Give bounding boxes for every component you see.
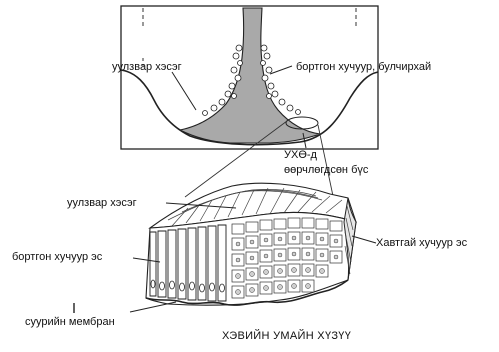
label-transform-zone-1: УХӨ-д bbox=[284, 149, 317, 161]
cervical-canal bbox=[180, 8, 320, 143]
diagram-title: ХЭВИЙН УМАЙН ХҮЗҮҮ bbox=[222, 330, 351, 342]
leader-squamous-tissue bbox=[352, 236, 376, 243]
label-basement-membrane: суурийн мембран bbox=[25, 316, 115, 328]
label-junction-bottom: уулзвар хэсэг bbox=[67, 197, 137, 209]
label-columnar-gland: бортгон хучуур, булчирхай bbox=[296, 61, 431, 73]
leader-basement-membrane bbox=[130, 302, 176, 312]
leader-junction-top bbox=[172, 72, 196, 110]
label-squamous-tissue: Хавтгай хучуур эс bbox=[376, 237, 467, 249]
label-columnar-tissue: бортгон хучуур эс bbox=[12, 251, 102, 263]
label-junction-top: уулзвар хэсэг bbox=[112, 61, 182, 73]
cervix-section bbox=[121, 6, 378, 149]
leader-columnar-gland bbox=[270, 66, 292, 74]
zoom-line-right bbox=[318, 125, 333, 196]
label-transform-zone-2: өөрчлөгдсөн бүс bbox=[284, 164, 368, 176]
